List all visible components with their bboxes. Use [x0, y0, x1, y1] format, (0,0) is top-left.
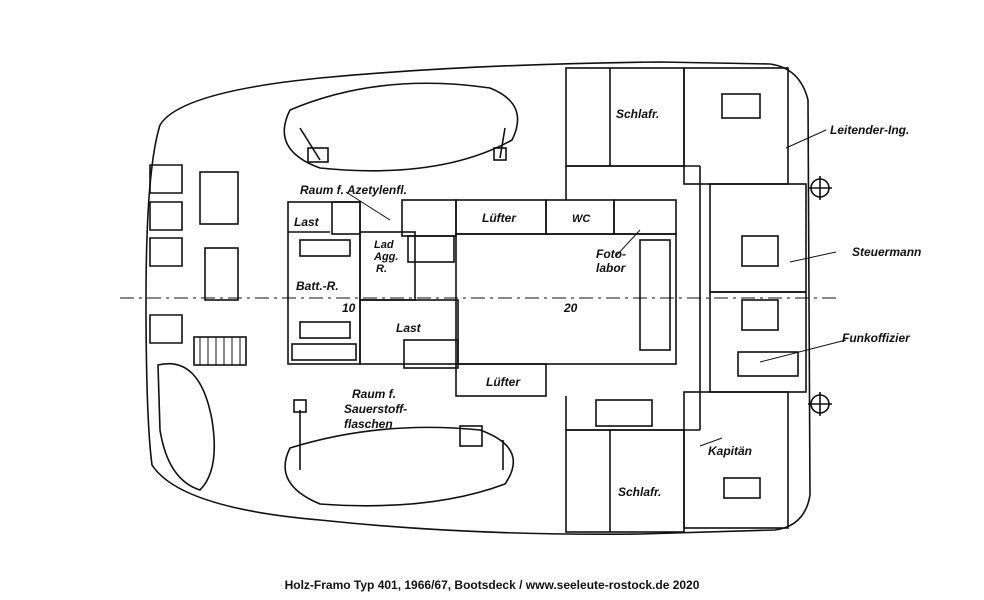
davit-block: [293, 399, 307, 413]
label-fotolabor-1: Foto-: [596, 247, 626, 261]
desk: [721, 93, 761, 119]
stair: [331, 201, 361, 235]
rescue-boat: [157, 362, 216, 491]
label-raum-sauerstoff-3: flaschen: [344, 417, 393, 431]
davit: [299, 127, 321, 161]
foto-lab: [613, 199, 677, 235]
cabin-kapitaen: [683, 391, 789, 529]
label-dim-10: 10: [342, 301, 356, 315]
stair: [401, 199, 457, 237]
label-funkoffizier: Funkoffizier: [842, 331, 911, 345]
stair: [403, 339, 459, 369]
bollards: [149, 164, 183, 344]
label-schlafr-top: Schlafr.: [616, 107, 659, 121]
desk: [723, 477, 761, 499]
cabin-steuermann: [709, 183, 807, 293]
label-dim-20: 20: [563, 301, 578, 315]
label-kapitaen: Kapitän: [708, 444, 752, 458]
cabin-schlafr-bottom: [565, 429, 685, 533]
hatch: [204, 247, 239, 301]
hatch: [199, 171, 239, 225]
stair: [193, 336, 247, 366]
label-luefter-bottom: Lüfter: [486, 375, 521, 389]
label-steuermann: Steuermann: [852, 245, 921, 259]
davit-block: [493, 147, 507, 161]
battery-rack: [299, 239, 351, 257]
image-caption: Holz-Framo Typ 401, 1966/67, Bootsdeck /…: [284, 578, 700, 592]
label-fotolabor-2: labor: [596, 261, 627, 275]
davit: [499, 127, 506, 159]
label-raum-azetylen: Raum f. Azetylenfl.: [300, 183, 407, 197]
davit-block: [459, 425, 483, 447]
davit-block: [307, 147, 329, 163]
battery-rack: [299, 321, 351, 339]
label-raum-sauerstoff-2: Sauerstoff-: [344, 402, 407, 416]
label-lad-3: R.: [376, 263, 387, 275]
lifeboat-bottom: [284, 426, 515, 507]
bottom-lockers: [291, 343, 357, 361]
label-lad-1: Lad: [374, 239, 394, 251]
hull-outline: [145, 61, 811, 536]
lifeboat-top: [283, 82, 519, 172]
last-bottom-room: [359, 299, 459, 365]
bunk: [737, 351, 799, 377]
label-raum-sauerstoff-1: Raum f.: [352, 387, 396, 401]
stair: [407, 235, 455, 263]
label-luefter-top: Lüfter: [482, 211, 517, 225]
label-wc: WC: [572, 213, 591, 225]
label-leitender-ing: Leitender-Ing.: [830, 123, 909, 137]
label-batt: Batt.-R.: [296, 279, 339, 293]
cabin-funkoffizier: [709, 291, 807, 393]
bunk: [741, 235, 779, 267]
stair: [595, 399, 653, 427]
label-schlafr-bottom: Schlafr.: [618, 485, 661, 499]
label-last-bottom: Last: [396, 321, 422, 335]
label-last-top: Last: [294, 215, 320, 229]
deck-plan: Raum f. Azetylenfl. Last Lüfter WC Lad A…: [120, 61, 921, 536]
bunk: [741, 299, 779, 331]
lufter-bottom: [455, 363, 547, 397]
stair-foto: [639, 239, 671, 351]
central-superstructure: [455, 233, 677, 365]
label-lad-2: Agg.: [373, 251, 398, 263]
